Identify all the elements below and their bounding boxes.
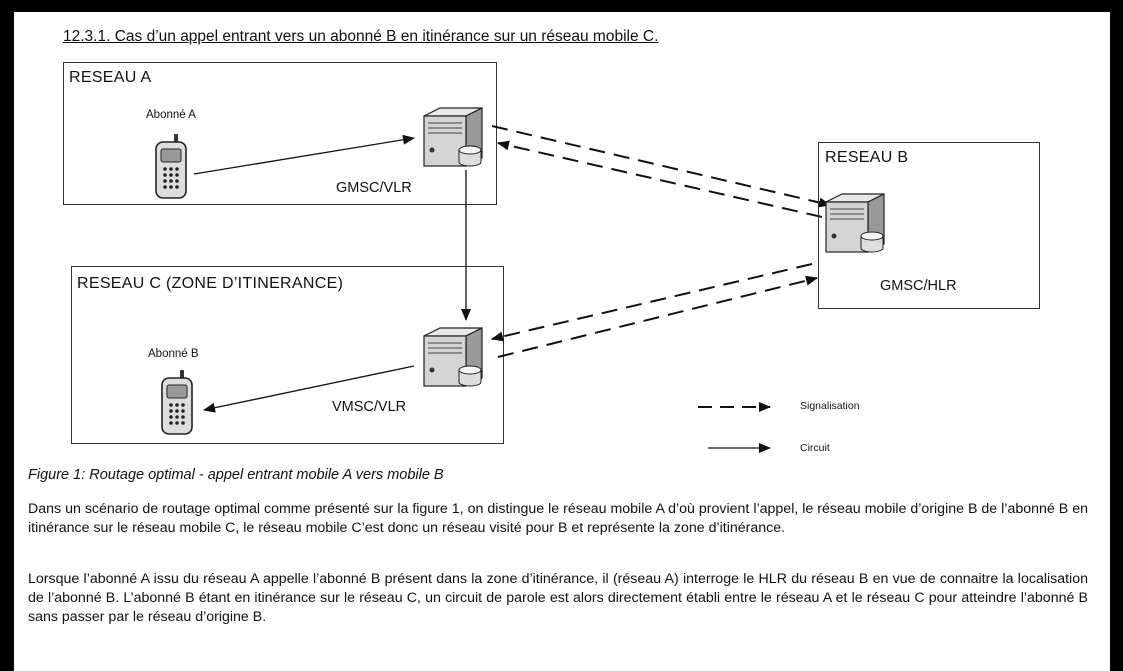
signal-gmsc-to-hlr bbox=[491, 125, 831, 208]
signal-vmsc-to-hlr bbox=[497, 275, 818, 358]
circuit-vmsc-to-phone-b bbox=[203, 365, 415, 413]
reseau-a-box: RESEAU A bbox=[63, 62, 497, 205]
server-icon bbox=[418, 106, 490, 175]
circuit-phone-a-to-gmsc bbox=[193, 134, 415, 175]
gmsc-vlr-label: GMSC/VLR bbox=[336, 180, 412, 196]
paragraph-2: Lorsque l’abonné A issu du réseau A appe… bbox=[28, 571, 1088, 625]
document-page: 12.3.1. Cas d’un appel entrant vers un a… bbox=[14, 12, 1110, 671]
section-heading: 12.3.1. Cas d’un appel entrant vers un a… bbox=[63, 28, 659, 45]
abonne-a-label: Abonné A bbox=[146, 109, 196, 121]
diagram-connections bbox=[193, 125, 831, 453]
mobile-phone-icon bbox=[154, 134, 194, 205]
mobile-phone-icon bbox=[160, 370, 200, 441]
abonne-b-label: Abonné B bbox=[148, 348, 199, 360]
reseau-c-title: RESEAU C (ZONE D’ITINERANCE) bbox=[77, 275, 344, 292]
vmsc-vlr-label: VMSC/VLR bbox=[332, 399, 407, 415]
legend-circuit-label: Circuit bbox=[800, 442, 830, 454]
paragraph-1: Dans un scénario de routage optimal comm… bbox=[28, 501, 1088, 536]
reseau-a-title: RESEAU A bbox=[69, 69, 152, 86]
server-icon bbox=[820, 192, 892, 261]
signal-hlr-to-vmsc bbox=[491, 263, 813, 342]
reseau-b-title: RESEAU B bbox=[825, 149, 909, 166]
gmsc-hlr-label: GMSC/HLR bbox=[880, 278, 957, 294]
server-icon bbox=[418, 326, 490, 395]
legend-signalisation-label: Signalisation bbox=[800, 400, 860, 412]
signal-hlr-to-gmsc bbox=[497, 140, 823, 218]
reseau-b-box: RESEAU B bbox=[818, 142, 1040, 309]
figure-caption: Figure 1: Routage optimal - appel entran… bbox=[28, 467, 444, 483]
